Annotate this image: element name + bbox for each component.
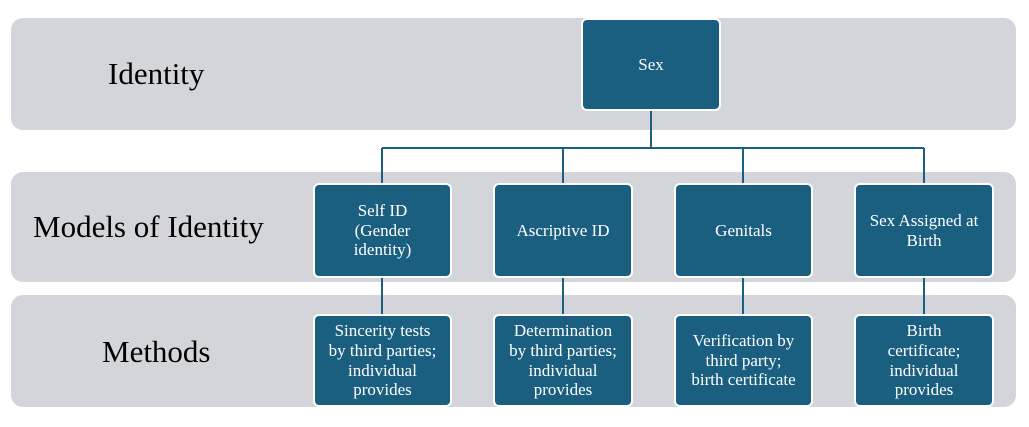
- method-birth-certificate-label: Birth certificate; individual provides: [887, 321, 961, 400]
- node-genitals-label: Genitals: [715, 220, 772, 240]
- identity-band: [11, 18, 1016, 130]
- method-determination: Determination by third parties; individu…: [493, 314, 633, 407]
- row-label-identity: Identity: [108, 56, 205, 91]
- row-label-methods: Methods: [102, 334, 211, 369]
- node-sex-label: Sex: [638, 54, 664, 74]
- node-genitals: Genitals: [674, 183, 813, 278]
- method-verification: Verification by third party; birth certi…: [674, 314, 813, 407]
- node-sex-assigned-label: Sex Assigned at Birth: [869, 210, 979, 250]
- method-determination-label: Determination by third parties; individu…: [509, 321, 617, 400]
- node-ascriptive-id: Ascriptive ID: [493, 183, 633, 278]
- row-label-models: Models of Identity: [33, 209, 264, 244]
- method-sincerity-tests: Sincerity tests by third parties; indivi…: [313, 314, 452, 407]
- node-self-id: Self ID (Gender identity): [313, 183, 452, 278]
- node-ascriptive-id-label: Ascriptive ID: [516, 220, 610, 240]
- node-sex: Sex: [581, 18, 721, 111]
- method-birth-certificate: Birth certificate; individual provides: [854, 314, 994, 407]
- node-sex-assigned-at-birth: Sex Assigned at Birth: [854, 183, 994, 278]
- method-verification-label: Verification by third party; birth certi…: [691, 331, 796, 390]
- node-self-id-label: Self ID (Gender identity): [353, 201, 412, 260]
- method-sincerity-tests-label: Sincerity tests by third parties; indivi…: [328, 321, 437, 400]
